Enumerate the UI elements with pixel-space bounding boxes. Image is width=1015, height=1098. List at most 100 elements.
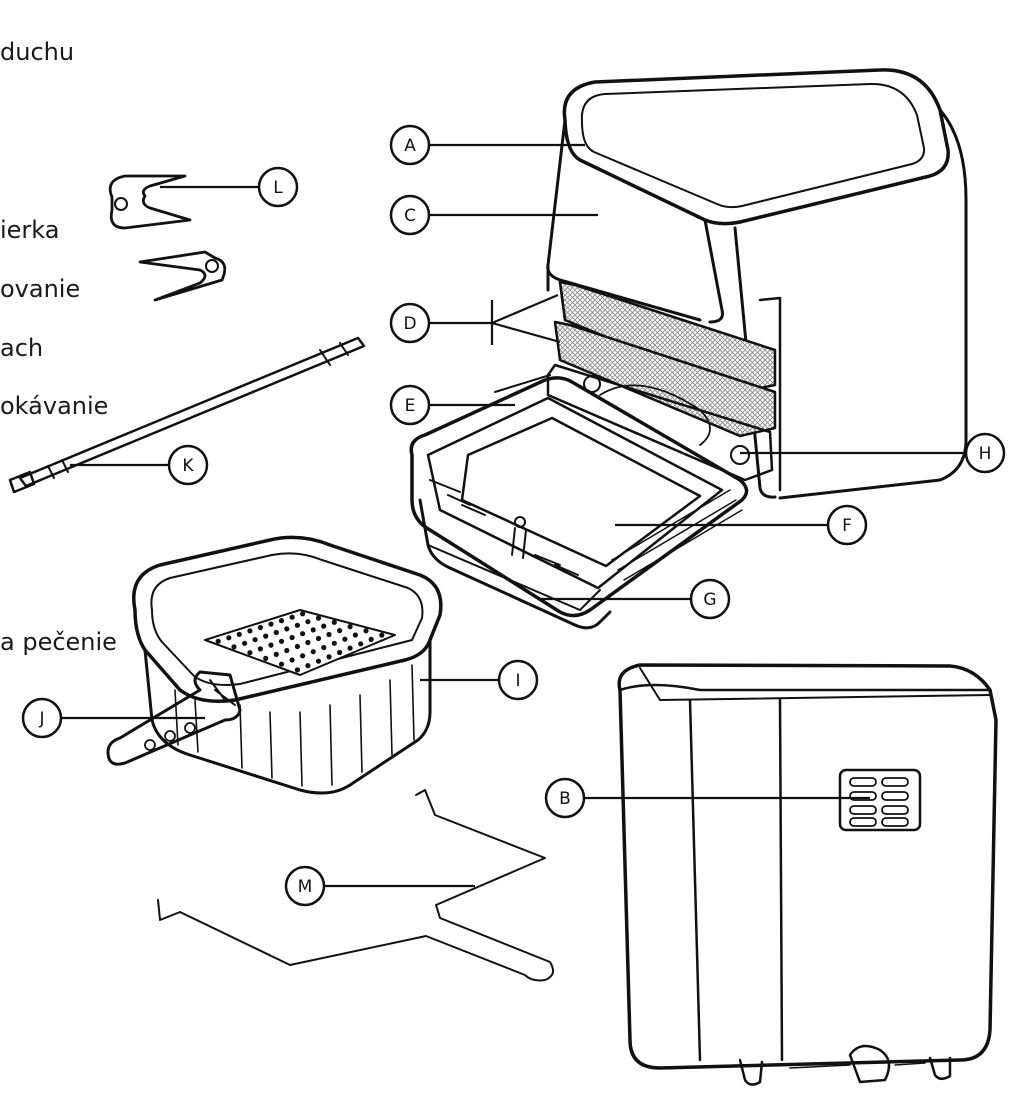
callout-j-text: J	[38, 709, 44, 729]
perforation-hole	[315, 615, 322, 621]
perforation-hole	[305, 619, 311, 625]
perforation-hole	[252, 637, 258, 643]
rotisserie-fork-2	[138, 250, 227, 302]
callout-d: D	[389, 302, 431, 344]
perforation-hole	[236, 631, 242, 638]
callout-a: A	[389, 124, 431, 166]
perforation-hole	[310, 649, 316, 655]
perforation-hole	[310, 627, 316, 633]
perforation-hole	[215, 638, 221, 644]
callout-b-text: B	[559, 789, 571, 809]
callout-m-text: M	[298, 877, 313, 897]
perforation-hole	[273, 651, 279, 658]
perforation-hole	[226, 635, 232, 641]
perforation-hole	[231, 644, 237, 650]
perforation-hole	[305, 639, 311, 646]
callout-d-text: D	[403, 314, 416, 334]
callout-e-text: E	[405, 396, 416, 416]
perforation-hole	[352, 632, 358, 638]
perforation-hole	[321, 623, 327, 629]
callout-l: L	[257, 166, 299, 208]
perforation-hole	[273, 629, 279, 636]
perforation-hole	[300, 653, 306, 659]
callout-l-text: L	[273, 178, 283, 198]
perforation-hole	[242, 640, 248, 646]
perforation-hole	[305, 663, 311, 669]
perforation-hole	[263, 655, 269, 662]
perforation-hole	[257, 646, 263, 652]
callout-b: B	[544, 777, 586, 819]
callout-k-text: K	[182, 456, 194, 476]
label-text-2: ierka	[0, 216, 60, 244]
drawer-tray	[409, 374, 749, 630]
perforation-hole	[337, 649, 343, 656]
callout-i-text: I	[515, 671, 520, 691]
air-fryer-unit	[546, 68, 968, 500]
perforation-hole	[289, 614, 295, 620]
callout-h-text: H	[979, 444, 992, 464]
filter-upper	[558, 280, 777, 394]
callouts: A C D E H F G I J K L M B	[21, 124, 1006, 907]
perforation-hole	[368, 636, 374, 643]
perforation-hole	[257, 624, 263, 631]
perforation-hole	[268, 621, 274, 627]
perforation-hole	[326, 654, 332, 660]
callout-g: G	[689, 578, 731, 620]
perforation-hole	[268, 642, 274, 648]
perforation-hole	[289, 657, 295, 663]
perforation-hole	[294, 667, 300, 673]
callout-c-text: C	[404, 206, 416, 226]
baking-tray-outline	[157, 789, 555, 982]
perforation-hole	[294, 643, 300, 650]
basket-perforations	[215, 611, 385, 673]
callout-f-text: F	[842, 516, 852, 536]
callout-m: M	[284, 865, 326, 907]
perforation-hole	[358, 641, 364, 647]
rotisserie-fork-1	[108, 174, 192, 230]
perforation-hole	[300, 611, 306, 617]
perforation-hole	[263, 633, 269, 639]
rotisserie-spit	[8, 336, 366, 494]
callout-j: J	[21, 697, 63, 739]
perforation-hole	[294, 622, 300, 628]
interior-floor	[546, 363, 774, 482]
callout-k: K	[167, 444, 209, 486]
perforation-hole	[326, 631, 332, 638]
perforation-hole	[284, 626, 290, 632]
callout-h: H	[964, 432, 1006, 474]
perforation-hole	[342, 636, 348, 642]
filter-lower	[553, 320, 777, 438]
perforation-hole	[315, 635, 322, 642]
fry-basket	[132, 535, 443, 795]
perforation-hole	[300, 631, 306, 637]
perforation-hole	[321, 644, 327, 651]
perforation-hole	[247, 628, 253, 634]
perforation-hole	[363, 628, 369, 634]
perforation-hole	[289, 634, 295, 641]
perforation-hole	[278, 638, 285, 644]
callout-c: C	[389, 194, 431, 236]
leader-d	[430, 293, 561, 345]
perforation-hole	[278, 661, 285, 667]
leader-lines	[62, 143, 965, 888]
perforation-hole	[379, 632, 385, 638]
callout-a-text: A	[404, 136, 416, 156]
perforation-hole	[284, 647, 290, 654]
perforation-hole	[347, 624, 353, 630]
label-text-3: ovanie	[0, 275, 81, 303]
basket-handle	[106, 670, 242, 766]
perforation-hole	[247, 650, 253, 656]
callout-i: I	[497, 659, 539, 701]
perforation-hole	[315, 658, 322, 664]
callout-f: F	[826, 504, 868, 546]
callout-e: E	[389, 384, 431, 426]
label-text-5: okávanie	[0, 392, 109, 420]
perforation-hole	[337, 628, 343, 634]
label-text-6: a pečenie	[0, 628, 117, 656]
label-text-4: ach	[0, 334, 44, 362]
perforation-hole	[278, 618, 285, 624]
callout-g-text: G	[703, 590, 716, 610]
perforation-hole	[347, 645, 353, 651]
perforation-hole	[331, 619, 337, 625]
